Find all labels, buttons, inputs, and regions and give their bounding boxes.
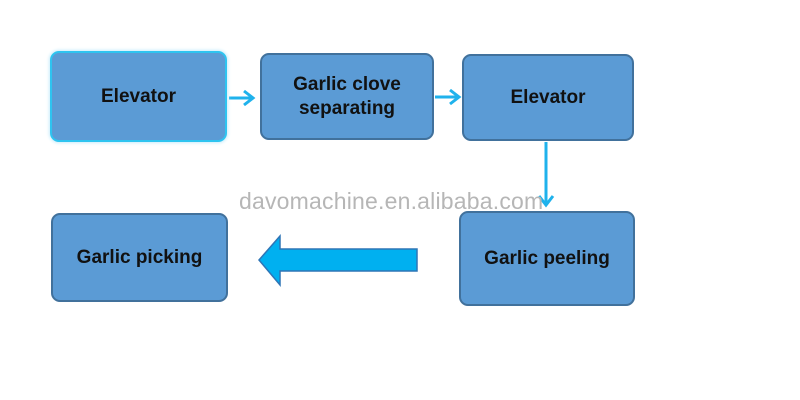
node-garlic-peeling: Garlic peeling [459,211,635,306]
watermark-text: davomachine.en.alibaba.com [239,188,544,214]
node-label: Garlic picking [76,246,203,268]
node-elevator-1: Elevator [50,51,227,142]
edge-elevator-1-to-garlic-clove-separating [229,89,256,107]
node-label: Elevator [510,86,586,108]
node-elevator-2: Elevator [462,54,634,141]
node-garlic-clove-separating: Garlic clove separating [260,53,434,140]
big-left-arrow-shape [258,234,418,288]
node-label: Elevator [101,85,176,107]
node-garlic-picking: Garlic picking [51,213,228,302]
edge-garlic-clove-separating-to-elevator-2 [435,88,462,106]
node-label: Garlic peeling [484,247,610,269]
node-label: Garlic clove separating [293,73,401,119]
edge-garlic-peeling-to-garlic-picking [258,234,418,288]
